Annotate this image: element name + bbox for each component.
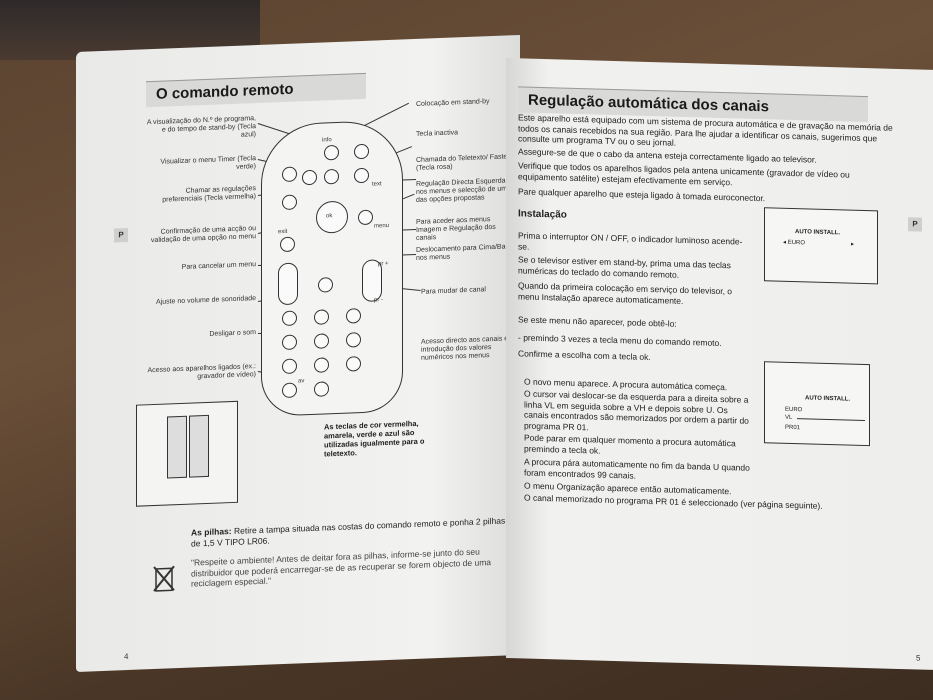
text-label: text xyxy=(372,181,382,188)
tv-screen-auto-install-progress: AUTO INSTALL. EURO VL PR01 xyxy=(764,361,870,447)
left-page: O comando remoto P A visualização do N.º… xyxy=(76,34,520,673)
mute-button xyxy=(318,277,333,293)
screen2-row1: EURO xyxy=(785,406,803,414)
blue-button xyxy=(282,194,297,211)
standby-button xyxy=(354,143,369,160)
language-tab: P xyxy=(114,228,128,243)
exit-button xyxy=(280,236,295,253)
digit-2 xyxy=(314,309,329,325)
menu-button xyxy=(358,209,373,226)
battery-compartment-diagram xyxy=(136,400,238,507)
step2-4: A procura pára automaticamente no fim da… xyxy=(524,456,750,481)
step-2: Se o televisor estiver em stand-by, prim… xyxy=(518,254,731,280)
callout-channel: Para mudar de canal xyxy=(421,286,486,296)
arrow-right-icon: ▸ xyxy=(851,241,855,248)
digit-8 xyxy=(314,357,329,373)
step2-2: O cursor vai deslocar-se da esquerda par… xyxy=(524,388,749,432)
color-keys-note: As teclas de cor vermelha, amarela, verd… xyxy=(324,418,425,459)
callout-cancel: Para cancelar um menu xyxy=(181,261,256,271)
battery-icon xyxy=(167,415,187,479)
callout-confirm: Confirmação de uma acção ou validação de… xyxy=(150,225,256,245)
av-label: av xyxy=(298,378,305,385)
screen2-title: AUTO INSTALL. xyxy=(805,395,851,403)
green-button xyxy=(302,169,317,186)
av-button xyxy=(282,382,297,399)
recycling-bin-icon xyxy=(152,562,176,593)
callout-blue-key: A visualização do N.º de programa, e do … xyxy=(146,115,256,139)
yellow-button xyxy=(324,168,339,185)
callout-menus: Para aceder aos menus Imagem e Regulação… xyxy=(416,216,496,242)
volume-rocker xyxy=(278,262,298,306)
digit-4 xyxy=(282,334,297,351)
teletext-button xyxy=(354,167,369,184)
callout-volume: Ajuste no volume de sonoridade xyxy=(155,295,256,306)
eco-paragraph: "Respeite o ambiente! Antes de deitar fo… xyxy=(191,546,492,589)
callout-inactive: Tecla inactiva xyxy=(416,129,459,138)
info-label: info xyxy=(322,137,332,144)
installation-subtitle: Instalação xyxy=(518,208,567,221)
callout-timer: Visualizar o menu Timer (Tecla verde) xyxy=(160,155,256,171)
step-4: Se este menu não aparecer, pode obtê-lo: xyxy=(518,314,677,329)
digit-9 xyxy=(346,356,361,372)
tv-screen-auto-install: AUTO INSTALL. ◂ EURO ▸ xyxy=(764,207,878,285)
callout-preferences: Chamar as regulações preferenciais (Tecl… xyxy=(162,185,256,204)
digit-5 xyxy=(314,333,329,349)
batteries-text: Retire a tampa situada nas costas do com… xyxy=(191,515,506,549)
exit-label: exit xyxy=(278,228,288,236)
step-6: Confirme a escolha com a tecla ok. xyxy=(518,348,651,363)
callout-updown: Deslocamento para Cima/Baixo nos menus xyxy=(416,243,515,262)
step-3: Quando da primeira colocação em serviço … xyxy=(518,280,733,306)
language-tab-right: P xyxy=(908,217,922,232)
page-number-left: 4 xyxy=(124,651,129,662)
digit-6 xyxy=(346,332,361,348)
open-manual: O comando remoto P A visualização do N.º… xyxy=(76,34,933,673)
callout-direct-left: Regulação Directa Esquerda nos menus e s… xyxy=(416,177,511,204)
step-5: - premindo 3 vezes a tecla menu do coman… xyxy=(518,332,722,349)
scan-progress-bar xyxy=(797,418,865,422)
callout-teletext: Chamada do Teletexto/ Fastext (Tecla ros… xyxy=(416,153,513,172)
digit-1 xyxy=(282,310,297,327)
screen2-row2: VL xyxy=(785,414,793,421)
ok-label: ok xyxy=(326,213,333,220)
screen1-title: AUTO INSTALL. xyxy=(795,229,841,237)
pr-plus-label: pr + xyxy=(378,260,389,268)
callout-direct-access: Acesso directo aos canais e introdução d… xyxy=(421,335,509,362)
screen1-value: ◂ EURO xyxy=(783,239,806,247)
menu-label: menu xyxy=(374,222,390,230)
right-page: Regulação automática dos canais P Este a… xyxy=(506,58,933,670)
step-1: Prima o interruptor ON / OFF, o indicado… xyxy=(518,230,743,252)
callout-standby: Colocação em stand-by xyxy=(416,98,490,108)
screen2-row3: PR01 xyxy=(785,424,801,432)
remote-control-diagram: info text ok menu exit pr + pr - xyxy=(261,119,403,417)
step2-3: Pode parar em qualquer momento a procura… xyxy=(524,432,736,456)
batteries-paragraph: As pilhas: Retire a tampa situada nas co… xyxy=(191,515,511,549)
red-button xyxy=(282,166,297,183)
page-number-right: 5 xyxy=(916,653,921,663)
left-page-title: O comando remoto xyxy=(146,72,366,108)
callout-av: Acesso aos aparelhos ligados (ex.: grava… xyxy=(147,363,256,381)
digit-0 xyxy=(314,381,329,397)
info-button xyxy=(324,144,339,161)
battery-icon xyxy=(189,414,209,478)
pr-minus-label: pr - xyxy=(374,297,383,304)
digit-7 xyxy=(282,358,297,375)
callout-mute: Desligar o som xyxy=(209,329,256,338)
digit-3 xyxy=(346,308,361,324)
